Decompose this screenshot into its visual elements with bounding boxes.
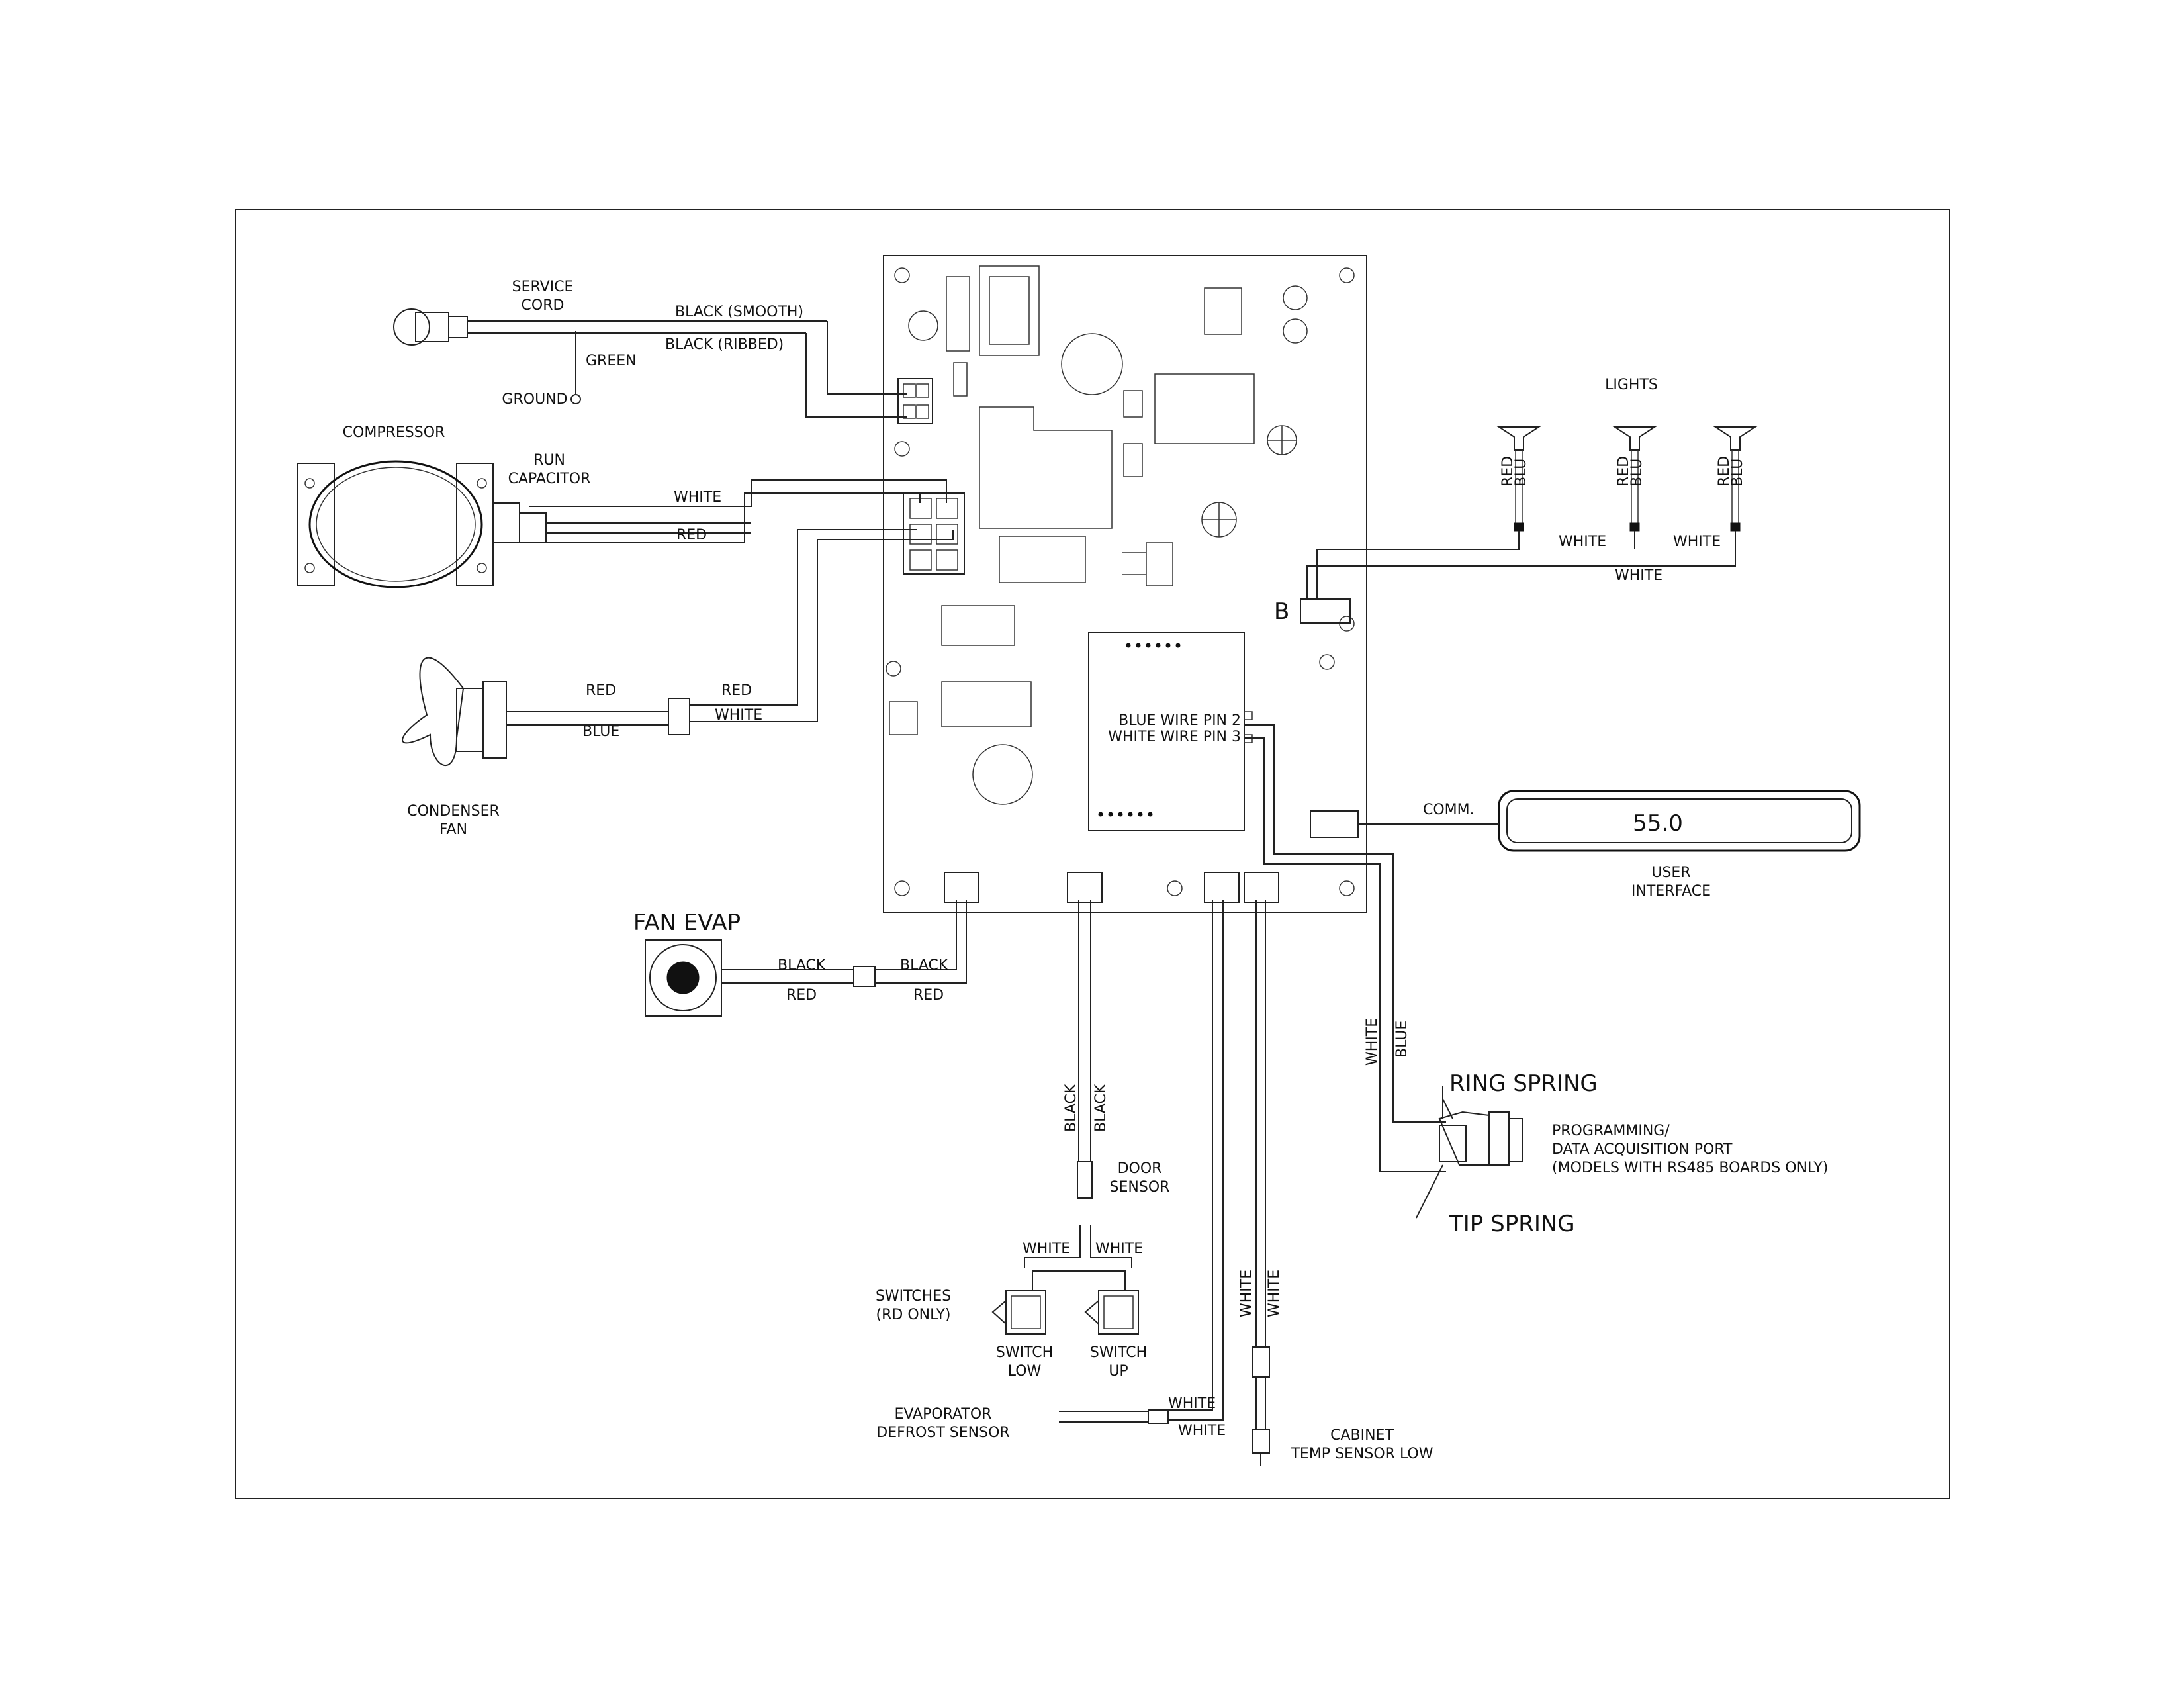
user-interface — [1358, 790, 1861, 852]
wire-label: RED — [676, 527, 707, 543]
service-cord — [393, 308, 907, 418]
compressor-label: COMPRESSOR — [343, 424, 445, 441]
cabinet-temp-sensor — [1252, 900, 1270, 1466]
wire-label: BLACK — [1093, 1084, 1109, 1132]
wire-label: BLACK — [778, 957, 826, 974]
compressor — [297, 460, 520, 588]
wire-label: WHITE — [1364, 1018, 1381, 1066]
run-capacitor — [519, 479, 947, 543]
lights-label: LIGHTS — [1605, 377, 1658, 393]
fan-evap — [645, 900, 967, 1017]
programming-port — [1416, 1086, 1523, 1219]
condenser-fan — [402, 529, 954, 767]
wire-label: GREEN — [586, 353, 637, 369]
lights — [1306, 426, 1758, 599]
wire-label: WHITE — [1266, 1270, 1283, 1317]
wire-label: WHITE — [1168, 1395, 1216, 1412]
wire-label: WHITE — [1178, 1423, 1226, 1439]
wire-label: WHITE — [1615, 567, 1662, 584]
wire-label: WHITE — [1095, 1241, 1143, 1257]
tip-spring-label: TIP SPRING — [1449, 1211, 1575, 1237]
evaporator-defrost-sensor — [1059, 900, 1224, 1424]
wire-label: BLU — [1729, 459, 1746, 487]
wire-label: BLACK — [900, 957, 948, 974]
programming-port-label: PROGRAMMING/DATA ACQUISITION PORT(MODELS… — [1552, 1123, 1828, 1176]
connector-b-label: B — [1274, 598, 1289, 625]
light-3 — [1713, 426, 1758, 532]
wire-label: WHITE — [1673, 534, 1721, 550]
wire-label: BLU — [1629, 459, 1645, 487]
ring-spring-label: RING SPRING — [1449, 1070, 1598, 1097]
wire-label: BLACK (SMOOTH) — [675, 304, 803, 320]
wire-label: RED — [913, 987, 944, 1004]
wire-label: BLU — [1513, 459, 1529, 487]
switches-label: SWITCHES(RD ONLY) — [876, 1288, 951, 1323]
wire-label: WHITE — [1238, 1270, 1255, 1317]
switches — [991, 1257, 1139, 1335]
wire-label: RED — [1500, 456, 1516, 487]
blue-wire-pin-label: BLUE WIRE PIN 2 — [1118, 712, 1241, 729]
wire-label: BLUE — [582, 724, 619, 740]
wire-label: WHITE — [1559, 534, 1606, 550]
wire-label: WHITE — [715, 707, 762, 724]
fan-evap-label: FAN EVAP — [633, 910, 741, 936]
wire-label: BLUE — [1394, 1021, 1410, 1058]
white-wire-pin-label: WHITE WIRE PIN 3 — [1108, 729, 1241, 745]
light-1 — [1496, 426, 1541, 532]
light-2 — [1612, 426, 1657, 532]
ground-label: GROUND — [502, 391, 567, 408]
wire-label: RED — [1615, 456, 1632, 487]
wire-label: BLACK (RIBBED) — [665, 336, 784, 353]
wire-label: RED — [586, 682, 616, 699]
control-board — [883, 255, 1367, 913]
wire-label: RED — [786, 987, 817, 1004]
wire-label: RED — [1716, 456, 1733, 487]
diagram-frame — [235, 209, 1950, 1499]
display-reading: 55.0 — [1633, 810, 1683, 837]
door-sensor — [1077, 900, 1093, 1258]
wire-label: BLACK — [1063, 1084, 1079, 1132]
wire-label: WHITE — [674, 489, 721, 506]
comm-label: COMM. — [1423, 802, 1475, 818]
wire-label: RED — [721, 682, 752, 699]
wire-label: WHITE — [1023, 1241, 1070, 1257]
